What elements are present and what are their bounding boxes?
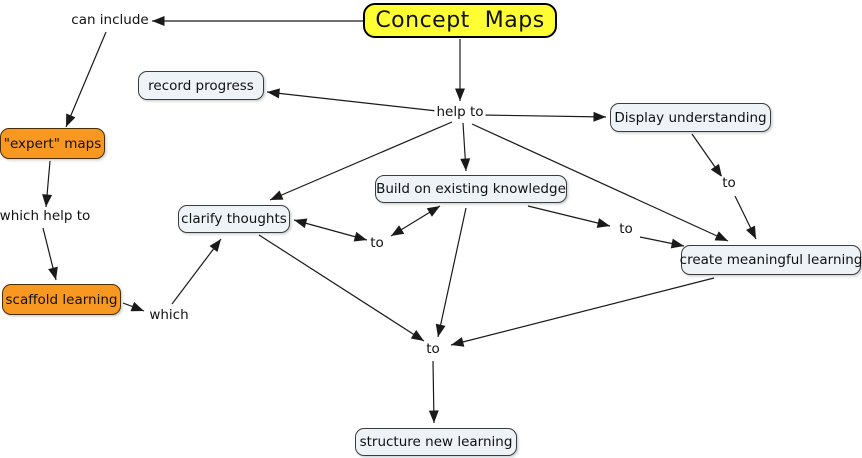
edge-helpto-buildknowledge (460, 122, 471, 172)
edge-whichhelpto-scaffoldlearning (42, 227, 58, 281)
link-label-to-build-create[interactable]: to (617, 221, 635, 238)
edge-which-clarifythoughts (171, 238, 222, 305)
link-label-can-include[interactable]: can include (69, 12, 151, 29)
node-expert-maps[interactable]: "expert" maps (0, 128, 105, 159)
link-label-to-display-create[interactable]: to (720, 175, 738, 192)
edge-to-createmeaningful (734, 195, 757, 240)
edge-to-createmeaningful-left (639, 236, 685, 249)
edge-scaffoldlearning-which (122, 301, 145, 312)
node-scaffold-learning[interactable]: scaffold learning (2, 284, 121, 315)
edge-clarifythoughts-to-double (293, 218, 368, 242)
edge-tocenter-structurenew (428, 360, 439, 424)
edge-clarifythoughts-tocenter (258, 234, 425, 342)
link-label-to-center[interactable]: to (424, 341, 442, 358)
edge-displayunderstanding-to (691, 133, 723, 178)
link-label-to-clarify-build[interactable]: to (368, 235, 386, 252)
node-record-progress[interactable]: record progress (138, 71, 264, 100)
edge-buildknowledge-to (527, 205, 611, 228)
node-create-meaningful-learning[interactable]: create meaningful learning (680, 245, 862, 275)
edge-helpto-displayunderstanding (480, 111, 607, 122)
node-clarify-thoughts[interactable]: clarify thoughts (178, 205, 290, 233)
edge-createmeaningful-tocenter (450, 277, 715, 347)
node-structure-new-learning[interactable]: structure new learning (355, 428, 517, 456)
link-label-which[interactable]: which (147, 307, 191, 324)
link-label-which-help-to[interactable]: which help to (0, 209, 93, 225)
node-build-on-existing-knowledge[interactable]: Build on existing knowledge (375, 175, 567, 203)
edge-caninclude-expertmaps (65, 31, 107, 128)
edge-to-buildknowledge-double (390, 205, 441, 237)
edge-helpto-clarifythoughts (269, 121, 453, 201)
link-label-help-to[interactable]: help to (434, 104, 486, 121)
edge-helpto-createmeaningful (471, 123, 729, 242)
edge-helpto-recordprogress (266, 88, 438, 112)
edge-expertmaps-whichhelpto (42, 160, 53, 208)
node-display-understanding[interactable]: Display understanding (610, 103, 771, 132)
edge-buildknowledge-tocenter (435, 207, 467, 338)
node-concept-maps[interactable]: Concept Maps (363, 3, 557, 38)
